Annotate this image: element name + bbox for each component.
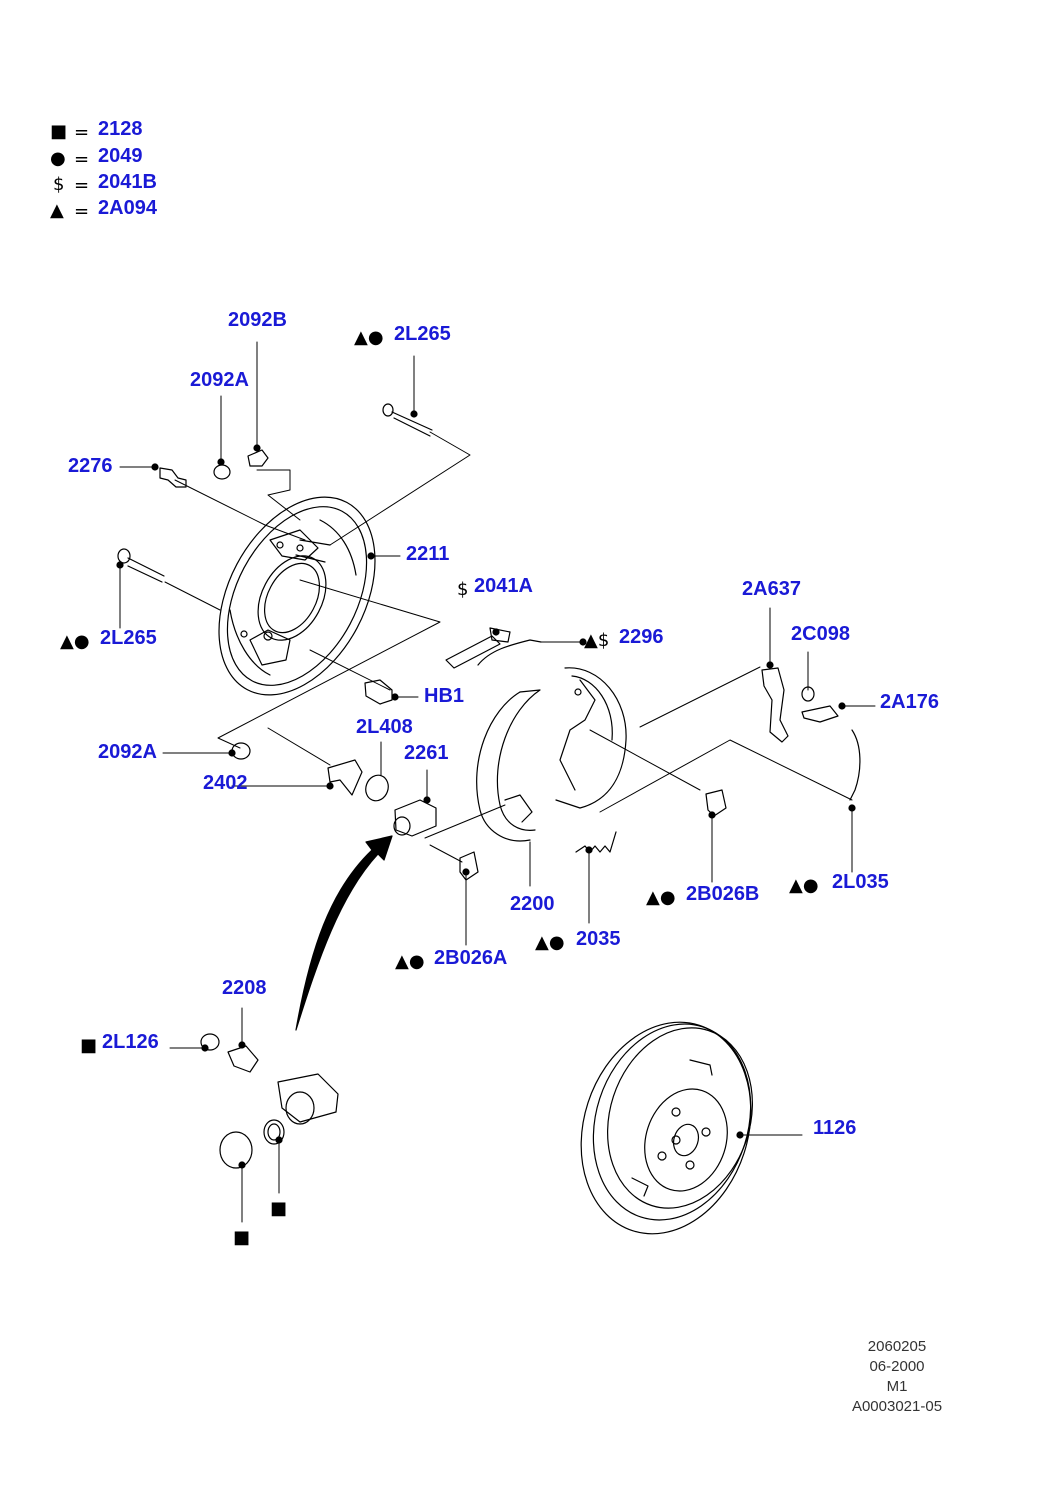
clip-2C098-drawing (801, 686, 815, 702)
drawing-code: A0003021-05 (851, 1398, 943, 1415)
triangle-circle-icon: ▲● (354, 327, 384, 348)
strut-2A176-drawing (801, 702, 846, 723)
pin-2L265-left-drawing (116, 548, 165, 583)
square-icon: ■ (50, 121, 68, 142)
equals-sign: = (74, 149, 90, 170)
spring-2035-drawing (575, 831, 617, 854)
square-icon: ■ (270, 1198, 288, 1219)
assembly-arrow (295, 835, 393, 1031)
part-label-2092A-top[interactable]: 2092A (190, 369, 249, 391)
seal-2L408-drawing (365, 774, 389, 802)
part-label-2276[interactable]: 2276 (68, 455, 113, 477)
part-label-2261[interactable]: 2261 (404, 742, 449, 764)
clip-2B026B-drawing (705, 789, 727, 819)
part-label-2B026B[interactable]: 2B026B (686, 883, 760, 905)
leader-lines (119, 341, 876, 1223)
equals-sign: = (74, 122, 90, 143)
wheel-cylinder-drawing (200, 1033, 339, 1169)
triangle-circle-icon: ▲● (395, 951, 425, 972)
part-label-2092B[interactable]: 2092B (228, 309, 287, 331)
legend-code[interactable]: 2041B (98, 171, 157, 193)
drawing-date: 06-2000 (869, 1358, 925, 1375)
drawing-revision: M1 (886, 1378, 908, 1395)
part-label-2208[interactable]: 2208 (222, 977, 267, 999)
brake-shoe-2200-drawing (476, 689, 541, 842)
equals-sign: = (74, 201, 90, 222)
square-icon: ■ (233, 1227, 251, 1248)
triangle-circle-icon: ▲● (789, 875, 819, 896)
part-label-HB1[interactable]: HB1 (424, 685, 465, 707)
bracket-2402-drawing (326, 759, 363, 796)
legend-code[interactable]: 2128 (98, 118, 143, 140)
circle-icon: ● (50, 148, 66, 169)
part-label-2C098[interactable]: 2C098 (791, 623, 850, 645)
part-label-2A637[interactable]: 2A637 (742, 578, 801, 600)
part-label-2L408[interactable]: 2L408 (356, 716, 413, 738)
dollar-icon: $ (457, 579, 469, 600)
part-label-2296[interactable]: 2296 (619, 626, 664, 648)
bolt-HB1-drawing (364, 679, 399, 705)
part-label-2L265-top[interactable]: 2L265 (394, 323, 451, 345)
part-label-2211[interactable]: 2211 (406, 543, 450, 565)
part-label-2041A[interactable]: 2041A (474, 575, 533, 597)
triangle-icon: ▲ (50, 200, 64, 221)
spring-2L035-drawing (848, 729, 861, 812)
plug-2092A-mid-drawing (228, 742, 251, 760)
part-label-2A176[interactable]: 2A176 (880, 691, 939, 713)
drawing-number: 2060205 (867, 1338, 927, 1355)
lever-2A637-drawing (761, 661, 789, 743)
triangle-circle-icon: ▲● (535, 932, 565, 953)
legend-code[interactable]: 2049 (98, 145, 143, 167)
spring-2296-drawing (579, 638, 587, 646)
pin-2L265-top-drawing (382, 403, 433, 437)
backing-plate-drawing (218, 496, 376, 696)
equals-sign: = (74, 175, 90, 196)
part-label-2402[interactable]: 2402 (203, 772, 248, 794)
clip-2092B-drawing (247, 444, 269, 467)
part-label-2L265-left[interactable]: 2L265 (100, 627, 157, 649)
clip-2B026A-drawing (459, 851, 479, 881)
part-label-2092A-mid[interactable]: 2092A (98, 741, 157, 763)
part-label-2L126[interactable]: 2L126 (102, 1031, 159, 1053)
square-icon: ■ (80, 1035, 98, 1056)
triangle-circle-icon: ▲● (646, 887, 676, 908)
triangle-circle-icon: ▲● (60, 631, 90, 652)
part-label-2B026A[interactable]: 2B026A (434, 947, 508, 969)
dollar-icon: $ (53, 174, 65, 195)
brake-drum-drawing (580, 1021, 753, 1235)
part-label-2035[interactable]: 2035 (576, 928, 621, 950)
part-label-2L035[interactable]: 2L035 (832, 871, 889, 893)
brake-shoe-right-drawing (555, 667, 627, 809)
triangle-dollar-icon: ▲$ (584, 630, 610, 651)
plug-2092A-drawing (213, 458, 231, 480)
cylinder-2261-drawing (393, 796, 437, 837)
part-label-1126[interactable]: 1126 (813, 1117, 857, 1139)
part-label-2200[interactable]: 2200 (510, 893, 555, 915)
adjuster-2041A-drawing (445, 627, 542, 669)
bolt-2276-drawing (151, 463, 187, 488)
legend-code[interactable]: 2A094 (98, 197, 157, 219)
